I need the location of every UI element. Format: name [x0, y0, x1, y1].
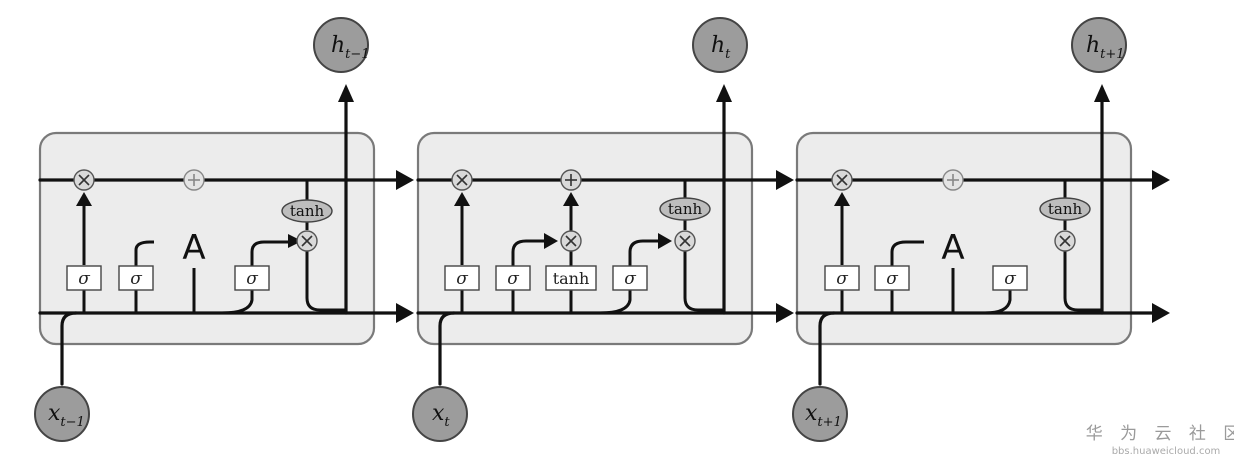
- tanh-label: tanh: [290, 202, 325, 220]
- tanh-activation: [1039, 197, 1091, 221]
- input-line: [438, 311, 456, 386]
- tanh-label: tanh: [1048, 200, 1083, 218]
- sigma-gate: [612, 265, 648, 291]
- sigma-gate: [66, 265, 102, 291]
- sigma-gate: [444, 265, 480, 291]
- cell-label: A: [941, 228, 964, 268]
- watermark-url: bbs.huaweicloud.com: [1112, 446, 1221, 457]
- cell-box-next: [795, 131, 1133, 346]
- gate-label: σ: [624, 269, 636, 289]
- svg-text:xt: xt: [432, 401, 450, 430]
- sigma-gate: [874, 265, 910, 291]
- hidden-state-prev: ht−1: [313, 17, 370, 73]
- gate-label: σ: [456, 269, 468, 289]
- cell-label: A: [182, 228, 205, 268]
- svg-text:ht: ht: [711, 33, 731, 62]
- gate-label: σ: [1004, 269, 1016, 289]
- tanh-activation: [659, 197, 711, 221]
- gate-label: σ: [836, 269, 848, 289]
- cell-state-arrowhead: [396, 170, 414, 190]
- svg-text:xt−1: xt−1: [48, 401, 85, 430]
- cell-box-prev: [38, 131, 376, 346]
- sigma-gate: [992, 265, 1028, 291]
- hidden-state-next: ht+1: [1071, 17, 1127, 73]
- gate-label: σ: [246, 269, 258, 289]
- gate-label: σ: [78, 269, 90, 289]
- svg-text:ht−1: ht−1: [331, 33, 370, 62]
- svg-text:ht+1: ht+1: [1086, 33, 1125, 62]
- sigma-gate: [824, 265, 860, 291]
- gate-label: σ: [130, 269, 142, 289]
- hidden-arrowhead: [396, 303, 414, 323]
- input-line: [60, 311, 78, 386]
- sigma-gate: [234, 265, 270, 291]
- cell-next: σ σ A σ tanh: [795, 84, 1170, 386]
- cell-prev: σ σ A σ tanh: [38, 84, 414, 386]
- cell-box-current: [416, 131, 754, 346]
- tanh-gate: [545, 265, 597, 291]
- sigma-gate: [118, 265, 154, 291]
- tanh-label: tanh: [668, 200, 703, 218]
- watermark-text: 华 为 云 社 区: [1086, 424, 1234, 444]
- input-node-next: xt+1: [792, 386, 848, 442]
- gate-label: σ: [886, 269, 898, 289]
- gate-label: σ: [507, 269, 519, 289]
- input-node-prev: xt−1: [34, 386, 90, 442]
- tanh-activation: [281, 199, 333, 223]
- input-line: [818, 311, 836, 386]
- gate-label: tanh: [553, 269, 590, 288]
- sigma-gate: [495, 265, 531, 291]
- cell-current: σ σ tanh σ tanh: [416, 84, 794, 386]
- hidden-state-current: ht: [692, 17, 748, 73]
- input-node-current: xt: [412, 386, 468, 442]
- svg-text:xt+1: xt+1: [805, 401, 842, 430]
